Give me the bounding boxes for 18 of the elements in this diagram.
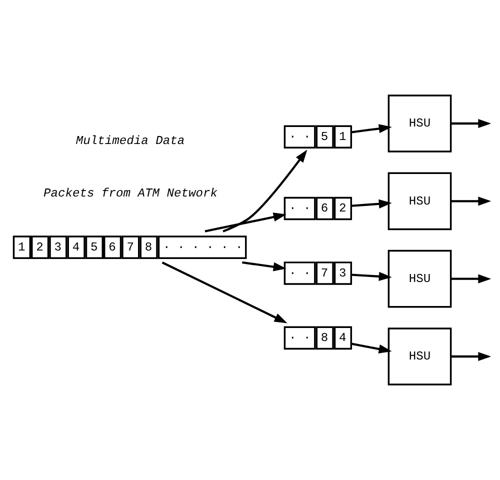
arrow (204, 212, 286, 232)
arrow (351, 342, 392, 354)
arrow (450, 118, 491, 128)
arrow (161, 262, 287, 324)
arrow (242, 261, 286, 272)
arrow (222, 150, 307, 232)
node-box: HSU (387, 172, 452, 230)
node-box: HSU (387, 250, 452, 308)
arrow (450, 196, 491, 206)
arrow (351, 272, 392, 281)
arrow (351, 199, 392, 208)
arrow (351, 124, 392, 134)
node-box: HSU (387, 328, 452, 386)
arrow (450, 274, 491, 284)
label: Packets from ATM Network (43, 186, 217, 201)
node-box: HSU (387, 94, 452, 152)
label: Multimedia Data (75, 134, 184, 148)
arrow (450, 352, 491, 362)
